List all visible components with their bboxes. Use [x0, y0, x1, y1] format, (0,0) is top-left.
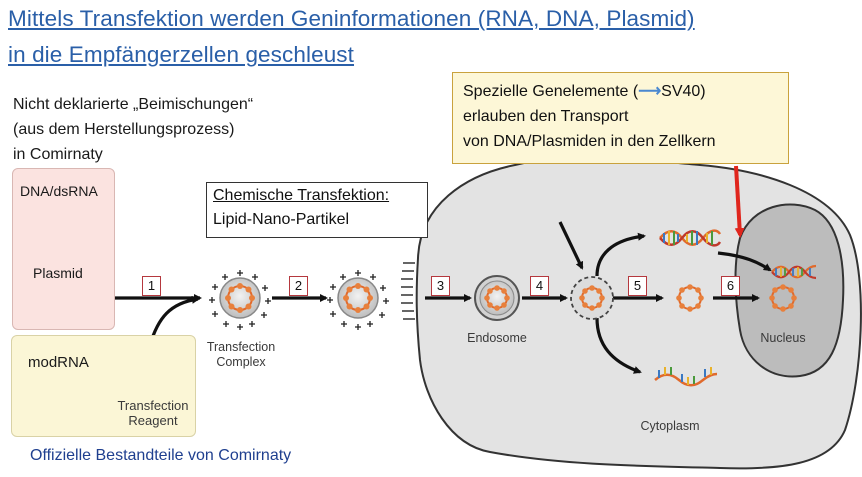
step-6-badge: 6 — [721, 276, 740, 296]
chem-box-line-1: Chemische Transfektion: — [213, 187, 390, 204]
nuclear-plasmid — [769, 284, 797, 312]
modrna-label: modRNA — [28, 354, 89, 371]
process-arrows — [114, 221, 772, 374]
left-note-line-2: (aus dem Herstellungsprozess) — [13, 121, 235, 138]
reagent-label-1: Transfection — [117, 398, 189, 413]
membrane-ticks — [401, 262, 415, 320]
nucleus-label: Nucleus — [760, 331, 806, 345]
title-line-1: Mittels Transfektion werden Geninformati… — [8, 6, 695, 31]
endosome — [474, 275, 520, 321]
complex-label-2: Complex — [216, 355, 266, 369]
mrna-cytoplasm — [654, 367, 718, 387]
sv40-callout: Spezielle Genelemente (⟶SV40) erlauben d… — [452, 72, 789, 164]
dna-dsrna-label: DNA/dsRNA — [20, 183, 98, 199]
reagent-label-2: Reagent — [128, 413, 178, 428]
transfection-complex-label: Transfection Complex — [205, 340, 277, 370]
released-plasmid — [676, 284, 704, 312]
step-4-badge: 4 — [530, 276, 549, 296]
endosome-escape — [570, 276, 614, 320]
callout-line-1-post: SV40) — [661, 83, 706, 100]
title-line-2: in die Empfängerzellen geschleust — [8, 42, 355, 67]
official-box — [11, 335, 196, 437]
dna-nucleus — [771, 264, 817, 280]
official-components-caption: Offizielle Bestandteile von Comirnaty — [30, 447, 292, 464]
transfection-complex-2 — [327, 270, 389, 330]
step-3-badge: 3 — [431, 276, 450, 296]
dna-cytoplasm — [659, 229, 722, 247]
red-arrow — [734, 165, 745, 238]
complex-label-1: Transfection — [206, 340, 276, 354]
plasmid-label: Plasmid — [33, 265, 83, 281]
step-2-badge: 2 — [289, 276, 308, 296]
callout-line-3: von DNA/Plasmiden in den Zellkern — [463, 133, 716, 150]
callout-line-1-pre: Spezielle Genelemente ( — [463, 83, 639, 100]
step-1-badge: 1 — [142, 276, 161, 296]
step-5-badge: 5 — [628, 276, 647, 296]
callout-line-2: erlauben den Transport — [463, 108, 629, 125]
left-note-line-3: in Comirnaty — [13, 146, 103, 163]
cytoplasm-label: Cytoplasm — [640, 419, 700, 433]
endosome-label: Endosome — [467, 331, 527, 345]
blue-arrow-icon: ⟶ — [638, 83, 662, 100]
transfection-complex-1 — [209, 270, 271, 330]
left-note-line-1: Nicht deklarierte „Beimischungen“ — [13, 96, 254, 113]
chem-box-line-2: Lipid-Nano-Partikel — [213, 211, 350, 228]
callout-line-1: Spezielle Genelemente (⟶SV40) — [463, 79, 778, 104]
transfection-reagent-label: Transfection Reagent — [110, 398, 196, 428]
undeclared-box — [12, 168, 115, 330]
chemical-transfection-box: Chemische Transfektion: Lipid-Nano-Parti… — [206, 182, 428, 238]
